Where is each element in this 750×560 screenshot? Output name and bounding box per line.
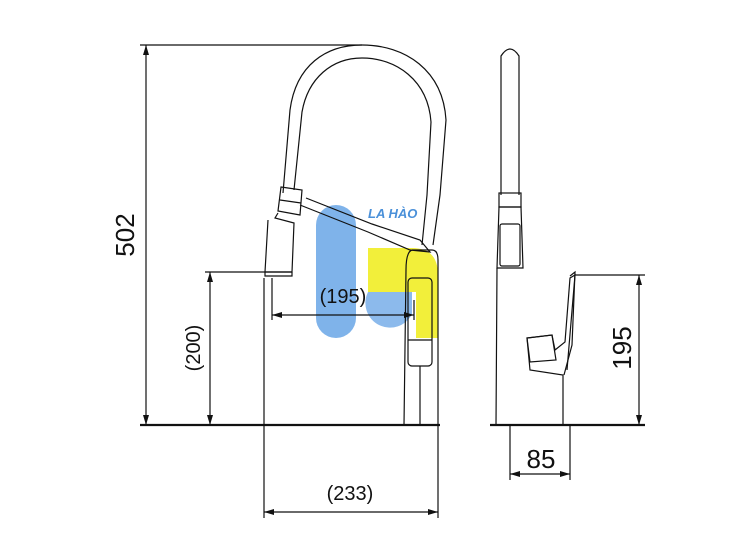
side-tube	[500, 48, 520, 195]
spray-collar-ring	[279, 199, 302, 204]
spray-collar	[277, 186, 303, 216]
dim-233-arrow-left	[264, 509, 274, 515]
spray-head	[264, 212, 295, 273]
dim-200-arrow-bottom	[207, 415, 213, 425]
side-spray-inner	[499, 223, 521, 267]
side-body	[495, 267, 576, 426]
dim-85-arrow-left	[510, 471, 520, 477]
watermark-blue-bar	[316, 205, 356, 338]
watermark-text: LA HÀO	[368, 206, 417, 221]
dim-200-label: (200)	[183, 325, 205, 372]
watermark-blue-bowl	[365, 292, 412, 328]
side-dimensions: 195 85	[509, 274, 645, 480]
dim-502-arrow-bottom	[143, 415, 149, 425]
side-view-faucet	[490, 48, 645, 427]
lever-handle	[299, 197, 432, 253]
dim-85-arrow-right	[560, 471, 570, 477]
spray-head-nozzle	[264, 272, 293, 277]
dim-side-195-label: 195	[607, 326, 637, 369]
front-view-faucet	[140, 44, 447, 427]
dim-233-label: (233)	[327, 483, 374, 505]
dim-195-arrow-right	[404, 312, 414, 318]
watermark-yellow-shape	[368, 248, 438, 338]
dim-195-label: (195)	[320, 286, 367, 308]
side-back-plate	[563, 270, 576, 376]
dim-200-arrow-top	[207, 272, 213, 282]
side-collar	[498, 192, 522, 208]
side-lever	[526, 334, 557, 363]
gooseneck-inner	[293, 57, 432, 246]
dim-502-label: 502	[110, 213, 140, 256]
dim-side-195-arrow-top	[636, 275, 642, 285]
dim-195-arrow-left	[272, 312, 282, 318]
dim-502-arrow-top	[143, 45, 149, 55]
gooseneck-outer	[282, 44, 447, 246]
dim-233-arrow-right	[428, 509, 438, 515]
dim-side-195-arrow-bottom	[636, 415, 642, 425]
front-dimensions: 502 (200) (195) (233)	[110, 44, 439, 518]
watermark-logo: LA HÀO	[316, 205, 438, 338]
dim-85-label: 85	[527, 444, 556, 474]
side-spray-head	[496, 206, 524, 269]
